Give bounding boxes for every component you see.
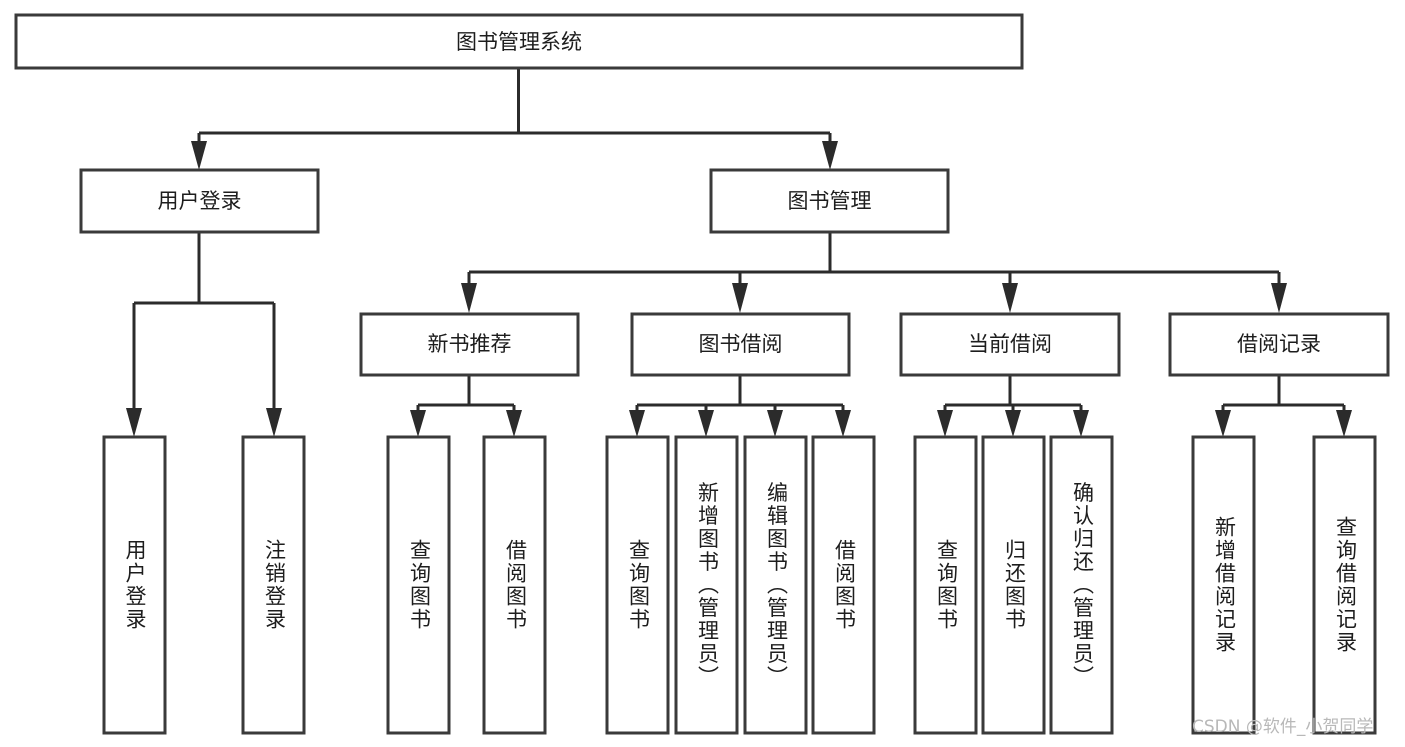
node-leaf-borrow-book-2-box[interactable] <box>811 435 876 735</box>
node-leaf-query-book-1-label: 查询图书 <box>408 539 432 631</box>
node-leaf-confirm-return-label: 确认归还（管理员） <box>1071 482 1095 689</box>
node-new-book-recommend-label: 新书推荐 <box>428 332 512 356</box>
node-leaf-query-book-2-label: 查询图书 <box>627 539 651 631</box>
arrow-head-leaf-borrow-book-2 <box>835 410 851 437</box>
arrow-head-leaf-edit-book <box>767 410 783 437</box>
node-leaf-add-record-label: 新增借阅记录 <box>1213 516 1237 654</box>
arrow-head-leaf-add-book <box>698 410 714 437</box>
connector-group-borrow-record <box>1215 375 1352 437</box>
node-leaf-user-login[interactable]: 用户登录 <box>102 435 167 735</box>
node-book-management-label: 图书管理 <box>788 189 872 213</box>
node-root-box[interactable] <box>14 13 1024 70</box>
node-leaf-add-record-box[interactable] <box>1191 435 1256 735</box>
node-leaf-logout-login[interactable]: 注销登录 <box>241 435 306 735</box>
arrow-head-leaf-logout-login <box>266 408 282 437</box>
arrow-head-book-management <box>822 141 838 170</box>
connector-group-current-borrow <box>937 375 1089 437</box>
node-leaf-return-book-label: 归还图书 <box>1003 539 1027 631</box>
arrow-head-leaf-add-record <box>1215 410 1231 437</box>
node-leaf-user-login-label: 用户登录 <box>123 539 147 631</box>
node-leaf-query-book-3-label: 查询图书 <box>935 539 959 631</box>
node-new-book-recommend[interactable]: 新书推荐 <box>359 312 580 377</box>
connector-group-new-book-recommend <box>410 375 522 437</box>
node-leaf-add-book-box[interactable] <box>674 435 739 735</box>
node-book-borrow-label: 图书借阅 <box>699 332 783 356</box>
arrow-head-current-borrow <box>1002 283 1018 313</box>
node-leaf-add-book[interactable]: 新增图书（管理员） <box>674 435 739 735</box>
node-leaf-return-book-box[interactable] <box>981 435 1046 735</box>
node-leaf-query-record-label: 查询借阅记录 <box>1334 516 1358 654</box>
node-leaf-query-book-2[interactable]: 查询图书 <box>605 435 670 735</box>
node-user-login-box[interactable] <box>79 168 320 234</box>
node-leaf-confirm-return[interactable]: 确认归还（管理员） <box>1049 435 1114 735</box>
node-leaf-query-book-1[interactable]: 查询图书 <box>386 435 451 735</box>
node-leaf-logout-login-box[interactable] <box>241 435 306 735</box>
connector-group-book-management <box>461 232 1287 313</box>
arrow-head-leaf-query-book-1 <box>410 410 426 437</box>
node-book-borrow[interactable]: 图书借阅 <box>630 312 851 377</box>
node-leaf-query-record[interactable]: 查询借阅记录 <box>1312 435 1377 735</box>
node-root[interactable]: 图书管理系统 <box>14 13 1024 70</box>
watermark-label: CSDN @软件_小贺同学 <box>1192 717 1373 737</box>
node-leaf-query-book-1-box[interactable] <box>386 435 451 735</box>
connector-group-user-login <box>126 232 282 437</box>
node-book-borrow-box[interactable] <box>630 312 851 377</box>
node-current-borrow[interactable]: 当前借阅 <box>899 312 1121 377</box>
arrow-head-leaf-user-login <box>126 408 142 437</box>
node-leaf-add-book-label: 新增图书（管理员） <box>696 482 720 689</box>
node-leaf-edit-book-label: 编辑图书（管理员） <box>765 482 789 689</box>
arrow-head-book-borrow <box>732 283 748 313</box>
node-leaf-borrow-book-1[interactable]: 借阅图书 <box>482 435 547 735</box>
arrow-head-leaf-query-book-3 <box>937 410 953 437</box>
node-leaf-edit-book[interactable]: 编辑图书（管理员） <box>743 435 808 735</box>
node-user-login-label: 用户登录 <box>158 189 242 213</box>
connector-group-root <box>191 68 838 170</box>
arrow-head-leaf-query-record <box>1336 410 1352 437</box>
node-leaf-borrow-book-2-label: 借阅图书 <box>833 539 857 631</box>
node-new-book-recommend-box[interactable] <box>359 312 580 377</box>
node-leaf-borrow-book-1-label: 借阅图书 <box>504 539 528 631</box>
node-leaf-confirm-return-box[interactable] <box>1049 435 1114 735</box>
node-current-borrow-label: 当前借阅 <box>968 332 1052 356</box>
node-leaf-query-book-3-box[interactable] <box>913 435 978 735</box>
node-book-management[interactable]: 图书管理 <box>709 168 950 234</box>
node-root-label: 图书管理系统 <box>456 30 582 54</box>
node-user-login[interactable]: 用户登录 <box>79 168 320 234</box>
node-book-management-box[interactable] <box>709 168 950 234</box>
node-leaf-borrow-book-2[interactable]: 借阅图书 <box>811 435 876 735</box>
node-borrow-record-label: 借阅记录 <box>1237 332 1321 356</box>
node-borrow-record-box[interactable] <box>1168 312 1390 377</box>
connector-group-book-borrow <box>629 375 851 437</box>
node-leaf-add-record[interactable]: 新增借阅记录 <box>1191 435 1256 735</box>
node-leaf-query-book-3[interactable]: 查询图书 <box>913 435 978 735</box>
node-leaf-return-book[interactable]: 归还图书 <box>981 435 1046 735</box>
node-leaf-query-book-2-box[interactable] <box>605 435 670 735</box>
arrow-head-new-book-recommend <box>461 283 477 313</box>
arrow-head-leaf-confirm-return <box>1073 410 1089 437</box>
arrow-head-leaf-query-book-2 <box>629 410 645 437</box>
arrow-head-user-login <box>191 141 207 170</box>
arrow-head-borrow-record <box>1271 283 1287 313</box>
node-leaf-edit-book-box[interactable] <box>743 435 808 735</box>
arrow-head-leaf-borrow-book-1 <box>506 410 522 437</box>
node-leaf-borrow-book-1-box[interactable] <box>482 435 547 735</box>
arrow-head-leaf-return-book <box>1005 410 1021 437</box>
node-leaf-query-record-box[interactable] <box>1312 435 1377 735</box>
node-leaf-user-login-box[interactable] <box>102 435 167 735</box>
node-leaf-logout-login-label: 注销登录 <box>263 539 287 631</box>
node-current-borrow-box[interactable] <box>899 312 1121 377</box>
node-borrow-record[interactable]: 借阅记录 <box>1168 312 1390 377</box>
